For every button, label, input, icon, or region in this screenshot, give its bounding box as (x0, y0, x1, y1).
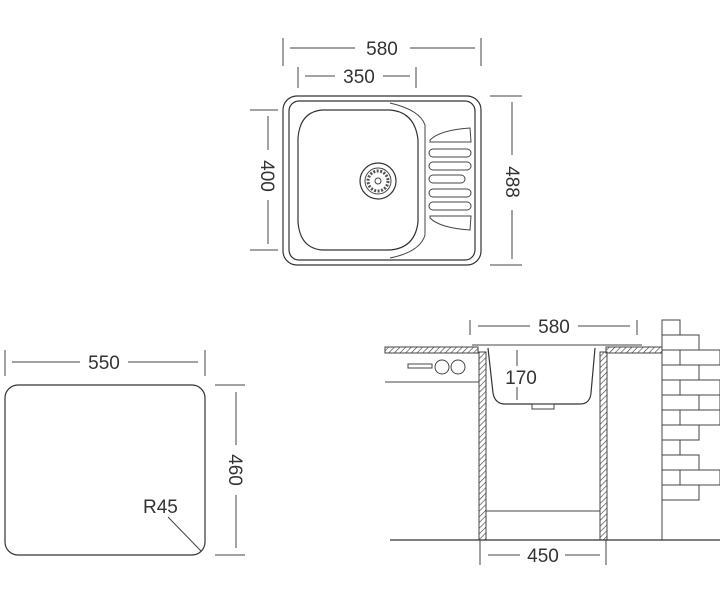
dimension-bowl-width: 350 (297, 67, 417, 88)
sink-outer-rim (282, 95, 482, 266)
dim-label-460: 460 (224, 454, 245, 486)
cabinet-wall-right (599, 351, 608, 541)
dim-label-170: 170 (505, 368, 537, 389)
countertop-right (605, 346, 663, 354)
dimension-bowl-depth: 400 (250, 109, 278, 251)
radius-leader (167, 516, 202, 552)
dim-label-550: 550 (88, 353, 120, 374)
stove-knob (434, 359, 450, 375)
dim-label-488: 488 (501, 166, 522, 198)
dim-label-580: 580 (366, 39, 398, 60)
brick-wall (661, 319, 720, 540)
cutout-view: 550 460 R45 (4, 350, 245, 556)
dim-label-400: 400 (256, 160, 277, 192)
dim-label-side-580: 580 (538, 317, 570, 338)
drain (359, 162, 397, 200)
dimension-cutout-depth: 460 (215, 384, 245, 556)
countertop-left (384, 346, 479, 354)
sink-inner-rim (288, 100, 476, 261)
dimension-overall-depth: 488 (490, 95, 522, 266)
stove-knob (450, 359, 466, 375)
dim-label-450: 450 (527, 546, 559, 567)
drainer-ribs (428, 127, 472, 231)
dimension-side-width: 580 (469, 317, 638, 338)
stove-control-bar (407, 363, 433, 369)
dim-label-r45: R45 (143, 497, 178, 518)
side-view: 580 170 450 (384, 317, 720, 567)
dimension-overall-width: 580 (282, 38, 482, 66)
cabinet-wall-left (478, 351, 487, 541)
dim-label-350: 350 (343, 67, 375, 88)
sink-bowl (297, 109, 419, 251)
cutout-outline (4, 384, 206, 556)
drain-section (531, 403, 555, 410)
top-view: 580 350 400 488 (250, 38, 522, 266)
sink-bowl-section (487, 347, 596, 405)
drainer-edge (389, 102, 426, 259)
dimension-cutout-width: 550 (4, 350, 206, 376)
